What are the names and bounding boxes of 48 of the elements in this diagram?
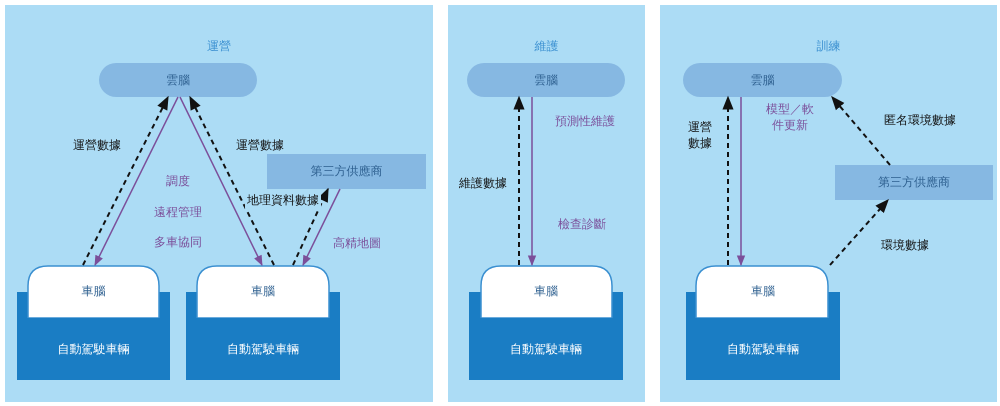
arrow: [513, 96, 525, 265]
vendor-box: [267, 154, 426, 189]
annotation-text: 檢查診斷: [558, 216, 606, 232]
vehicle-brain-box: [17, 265, 170, 318]
vehicle-brain-box: [186, 265, 340, 318]
box-label: 自動駕駛車輛: [727, 342, 799, 356]
panel-heading: 訓練: [816, 39, 840, 54]
panel-heading: 維護: [534, 39, 558, 54]
arrow: [189, 96, 275, 266]
cloud-brain-box: [467, 63, 625, 97]
arrow: [528, 97, 536, 266]
panel: [448, 5, 645, 402]
vehicle-box: [686, 318, 840, 380]
cloud-brain-box: [683, 63, 842, 97]
arrow: [829, 198, 889, 266]
box-label: 車腦: [82, 284, 106, 299]
vehicle-box: [186, 318, 340, 380]
annotation-text: 調度: [166, 172, 190, 190]
arrow: [831, 96, 891, 166]
arrow: [292, 188, 329, 266]
vehicle-brain-box: [686, 265, 840, 318]
box-label: 雲腦: [534, 72, 558, 88]
arrow: [94, 96, 179, 266]
box-label: 雲腦: [750, 72, 774, 88]
vehicle-box: [469, 318, 623, 380]
panel: [660, 5, 997, 402]
box-label: 自動駕駛車輛: [58, 342, 130, 356]
annotation-text: 多車協同: [154, 234, 202, 250]
arrow: [722, 96, 734, 265]
arrow: [736, 97, 746, 266]
arrow: [179, 96, 263, 266]
panel-heading: 運營: [207, 39, 231, 54]
box-label: 自動駕駛車輛: [510, 342, 582, 356]
vehicle-brain-box: [469, 265, 623, 318]
vendor-box: [835, 165, 993, 200]
cloud-brain-box: [99, 63, 257, 97]
box-label: 車腦: [534, 284, 558, 299]
box-label: 車腦: [751, 284, 775, 299]
box-label: 雲腦: [166, 72, 190, 88]
box-label: 第三方供應商: [310, 164, 382, 179]
panel: [5, 5, 433, 402]
box-label: 第三方供應商: [878, 175, 950, 190]
arrow: [82, 96, 169, 266]
box-label: 車腦: [251, 284, 275, 299]
arrow: [302, 188, 341, 266]
annotation-text: 遠程管理: [154, 204, 202, 220]
vehicle-box: [17, 318, 170, 380]
box-label: 自動駕駛車輛: [227, 342, 299, 356]
